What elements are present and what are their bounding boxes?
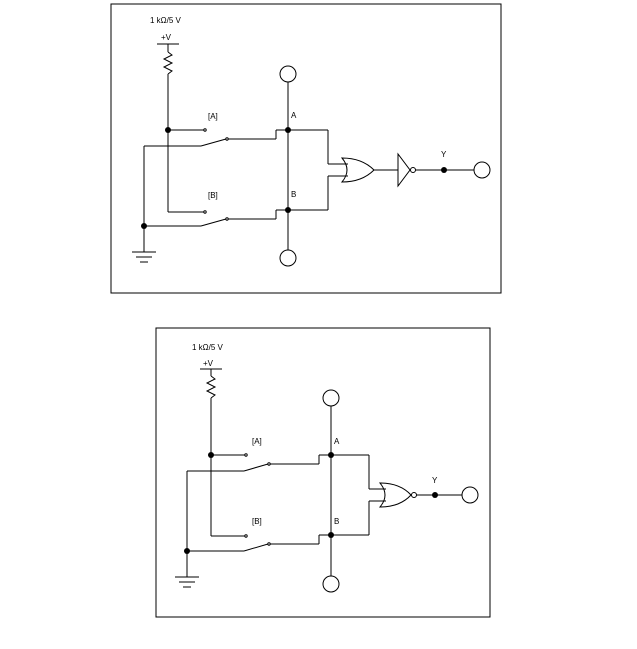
- nor-bubble: [411, 492, 417, 498]
- switch-contact: [267, 542, 271, 546]
- switch-contact: [244, 534, 248, 538]
- switch-b-label: [B]: [252, 517, 262, 526]
- input-terminal-b: [279, 249, 297, 267]
- switch-contact: [225, 217, 229, 221]
- pullup-resistor: [205, 375, 217, 399]
- output-node-dot: [432, 492, 438, 498]
- switch-contact: [267, 462, 271, 466]
- or-gate: [340, 157, 375, 183]
- node-a-label: A: [334, 437, 340, 446]
- switch-contact: [244, 453, 248, 457]
- switch-a-blade: [243, 463, 269, 472]
- node-b-label: B: [334, 517, 339, 526]
- input-terminal-b: [322, 575, 340, 593]
- output-label: Y: [432, 476, 438, 485]
- output-terminal: [473, 161, 491, 179]
- input-terminal-a: [322, 389, 340, 407]
- diagram-frame: [155, 327, 491, 618]
- output-label: Y: [441, 150, 447, 159]
- switch-contact: [203, 128, 207, 132]
- pullup-resistor: [162, 51, 174, 75]
- supply-label: 1 kΩ/5 V: [192, 343, 224, 352]
- switch-a-label: [A]: [252, 437, 262, 446]
- diagram-frame: [110, 3, 502, 294]
- switch-b-blade: [200, 218, 227, 227]
- node-b-label: B: [291, 190, 296, 199]
- junction-dot: [184, 548, 190, 554]
- output-terminal: [461, 486, 479, 504]
- vplus-label: +V: [161, 33, 172, 42]
- node-a-label: A: [291, 111, 297, 120]
- supply-label: 1 kΩ/5 V: [150, 16, 182, 25]
- switch-a-label: [A]: [208, 112, 218, 121]
- input-terminal-a: [279, 65, 297, 83]
- output-node-dot: [441, 167, 447, 173]
- junction-dot: [141, 223, 147, 229]
- circuit-nor: 1 kΩ/5 V +V [A] [B]: [155, 327, 491, 618]
- switch-b-label: [B]: [208, 191, 218, 200]
- nor-gate: [378, 482, 412, 508]
- inverter: [397, 152, 411, 188]
- switch-b-blade: [243, 543, 269, 552]
- circuit-or-inverter: 1 kΩ/5 V +V [A] [B]: [110, 3, 502, 294]
- vplus-label: +V: [203, 359, 214, 368]
- ground-symbol: [175, 576, 199, 588]
- switch-contact: [203, 210, 207, 214]
- ground-symbol: [132, 251, 156, 263]
- inverter-bubble: [410, 167, 416, 173]
- switch-a-blade: [200, 138, 227, 147]
- switch-contact: [225, 137, 229, 141]
